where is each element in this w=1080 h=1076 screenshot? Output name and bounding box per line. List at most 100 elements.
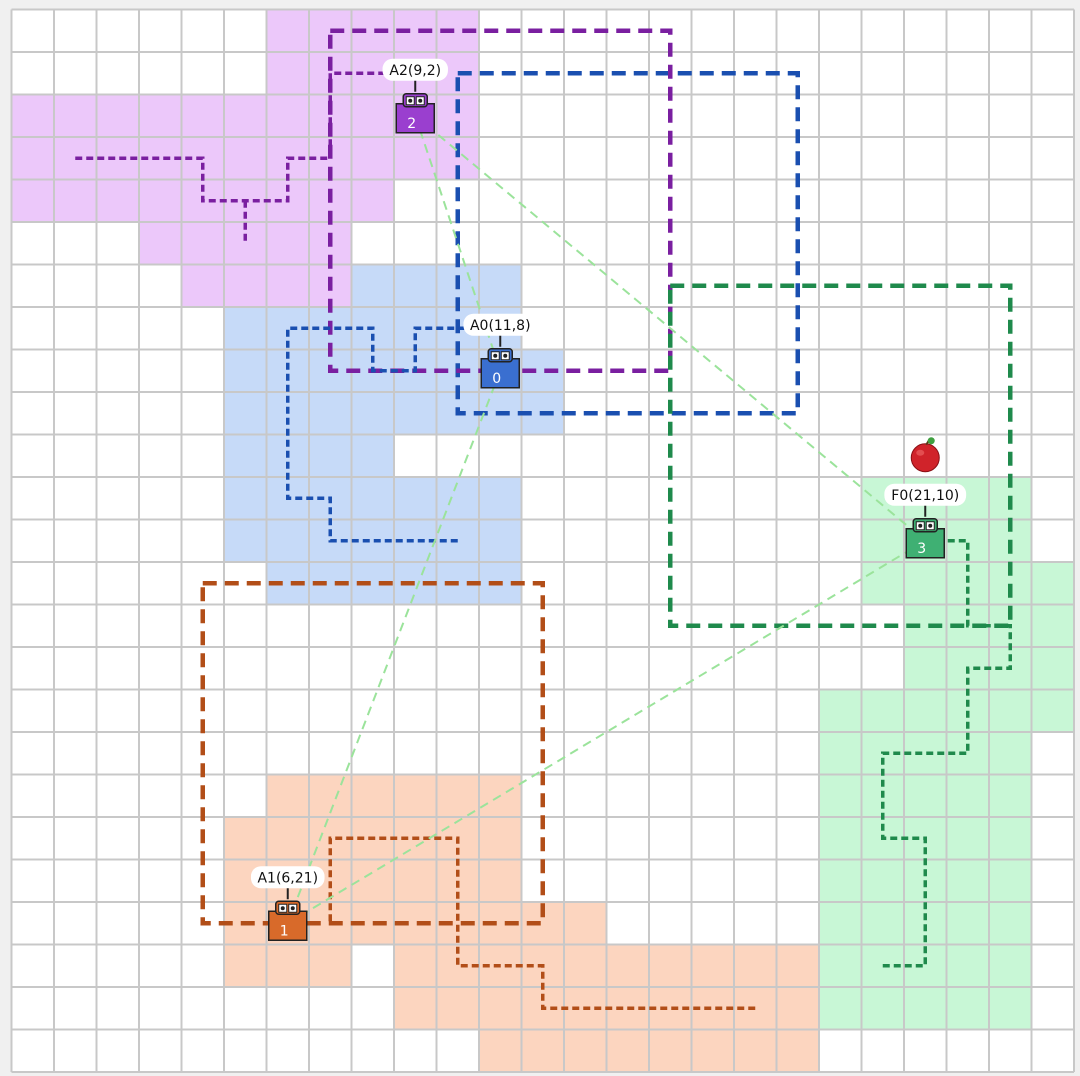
agent-a1[interactable]: A1(6,21)1 [250,866,325,941]
zone-cell [394,264,437,307]
zone-cell [436,477,479,520]
zone-cell [266,944,309,987]
zone-cell [479,1029,522,1072]
agent-number: 2 [407,116,416,132]
zone-cell [946,859,989,902]
agent-label: A1(6,21) [257,870,318,886]
zone-cell [861,689,904,732]
zone-cell [989,817,1032,860]
zone-cell [989,944,1032,987]
zone-cell [861,859,904,902]
link-line [414,114,926,542]
zone-cell [819,902,862,945]
agent-f0[interactable]: F0(21,10)3 [884,483,967,559]
zone-cell [181,264,224,307]
zone-cell [564,1029,607,1072]
path-f0 [881,539,1012,968]
zone-cell [309,944,352,987]
zone-cell [351,774,394,817]
zone-cell [394,944,437,987]
zone-cell [776,987,819,1030]
zone-cell [351,264,394,307]
zone-cell [266,94,309,137]
zone-cell [351,392,394,435]
zone-cell [96,179,139,222]
zone-cell [904,647,947,690]
agent-a2[interactable]: A2(9,2) 2 [382,58,448,134]
zone-cell [479,519,522,562]
zone-cell [181,94,224,137]
path-a1 [328,836,756,1010]
link-line [287,539,926,925]
view-box-a1 [200,581,545,926]
zone-cell [54,94,97,137]
link-line [286,370,502,924]
zone-cell [351,94,394,137]
zone-cell [946,902,989,945]
agent-label-bg [463,313,538,336]
zone-cell [224,944,267,987]
zone-cell [351,179,394,222]
robot-icon [905,518,945,559]
agent-label: A2(9,2) [389,63,441,79]
zone-cell [819,944,862,987]
zone-cell [266,774,309,817]
zone-cell [1031,647,1074,690]
zone-cell [819,817,862,860]
zone-cell [946,774,989,817]
zone-cell [989,774,1032,817]
agent-label-bg [382,58,448,81]
agent-a0[interactable]: A0(11,8)0 [463,313,538,389]
zone-cell [819,859,862,902]
path-a0 [286,326,501,543]
paths-layer [75,71,1012,1010]
zone-cell [351,434,394,477]
zone-cell [96,94,139,137]
zone-cell [224,264,267,307]
zone-cell [691,1029,734,1072]
zone-cell [266,519,309,562]
zone-cell [734,1029,777,1072]
view-box-a0 [455,71,800,416]
zone-cell [1031,689,1074,732]
zone-cell [691,944,734,987]
zone-cell [394,392,437,435]
zone-cell [479,264,522,307]
zone-cell [309,434,352,477]
zone-cell [776,1029,819,1072]
zone-cell [11,179,54,222]
agent-label: F0(21,10) [891,488,959,504]
view-box-f0 [668,283,1013,628]
zone-cell [266,9,309,52]
zone-cell [224,434,267,477]
zone-cell [139,94,182,137]
zone-cell [1031,604,1074,647]
zone-cell [521,1029,564,1072]
zone-cell [649,1029,692,1072]
zone-cell [309,774,352,817]
zone-cell [224,137,267,180]
agents-layer: A0(11,8)0A1(6,21)1 A2(9,2) 2F0(21,10)3 [250,58,967,941]
zone-cell [1031,562,1074,605]
zone-cell [606,944,649,987]
zone-cell [224,477,267,520]
robot-icon [480,348,520,389]
agent-label-bg [250,866,325,889]
zone-cell [266,52,309,95]
zone-cell [989,689,1032,732]
board-area: A0(11,8)0A1(6,21)1 A2(9,2) 2F0(21,10)3 [10,8,1075,1073]
zone-cell [819,774,862,817]
path-a2 [75,71,416,203]
zone-cell [989,987,1032,1030]
zone-cell [11,94,54,137]
zone-cell [606,1029,649,1072]
zone-cell [861,519,904,562]
zone-cell [819,732,862,775]
zone-cell [394,774,437,817]
zone-cell [904,689,947,732]
zone-cell [436,774,479,817]
zone-cell [224,94,267,137]
zone-cell [989,902,1032,945]
zone-cell [861,562,904,605]
